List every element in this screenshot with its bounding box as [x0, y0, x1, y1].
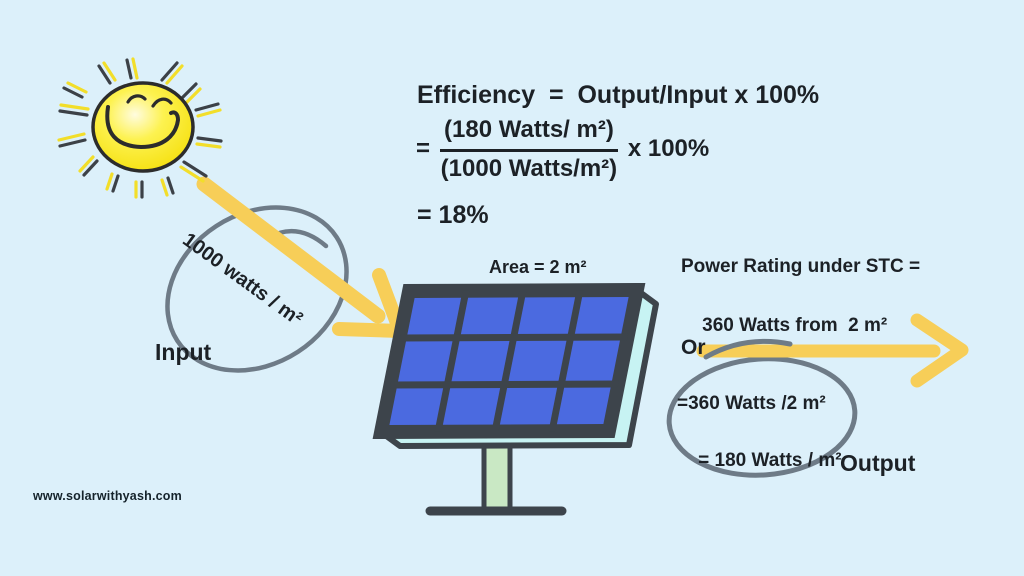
sun-icon: [57, 57, 223, 199]
output-circle-annotation: [666, 356, 858, 478]
formula-fraction-row: = (180 Watts/ m²) (1000 Watts/m²) x 100%: [416, 116, 709, 184]
power-rating-line2: 360 Watts from 2 m²: [702, 314, 888, 336]
power-rating-line1: Power Rating under STC =: [681, 256, 921, 277]
website-watermark: www.solarwithyash.com: [33, 489, 182, 503]
formula-title: Efficiency = Output/Input x 100%: [417, 81, 820, 109]
formula-numerator: (180 Watts/ m²): [440, 116, 618, 152]
formula-equals: =: [416, 135, 431, 163]
or-label: Or: [681, 336, 706, 359]
output-circled-line1: =360 Watts /2 m²: [677, 393, 826, 414]
panel-area-label: Area = 2 m²: [489, 257, 587, 277]
formula-denominator: (1000 Watts/m²): [440, 154, 618, 182]
input-label: Input: [155, 339, 212, 365]
sun-rays-highlight: [57, 57, 222, 199]
power-rating-text: Power Rating under STC = 360 Watts from …: [681, 252, 920, 340]
formula-fraction: (180 Watts/ m²) (1000 Watts/m²): [440, 116, 618, 184]
panel-face: [372, 282, 646, 440]
formula-result: = 18%: [417, 201, 489, 229]
output-label: Output: [840, 450, 916, 476]
sun-rays: [58, 58, 223, 199]
formula-multiplier: x 100%: [627, 135, 710, 163]
panel-stand: [481, 437, 513, 513]
solar-panel-icon: [372, 282, 659, 516]
sun-body: [91, 81, 195, 173]
output-circle-overshoot: [703, 338, 793, 360]
output-circled-line2: = 180 Watts / m²: [698, 450, 842, 471]
output-circled-text: =360 Watts /2 m² = 180 Watts / m²: [677, 390, 842, 476]
sun-face: [105, 94, 181, 150]
output-arrow-icon: [696, 313, 969, 388]
